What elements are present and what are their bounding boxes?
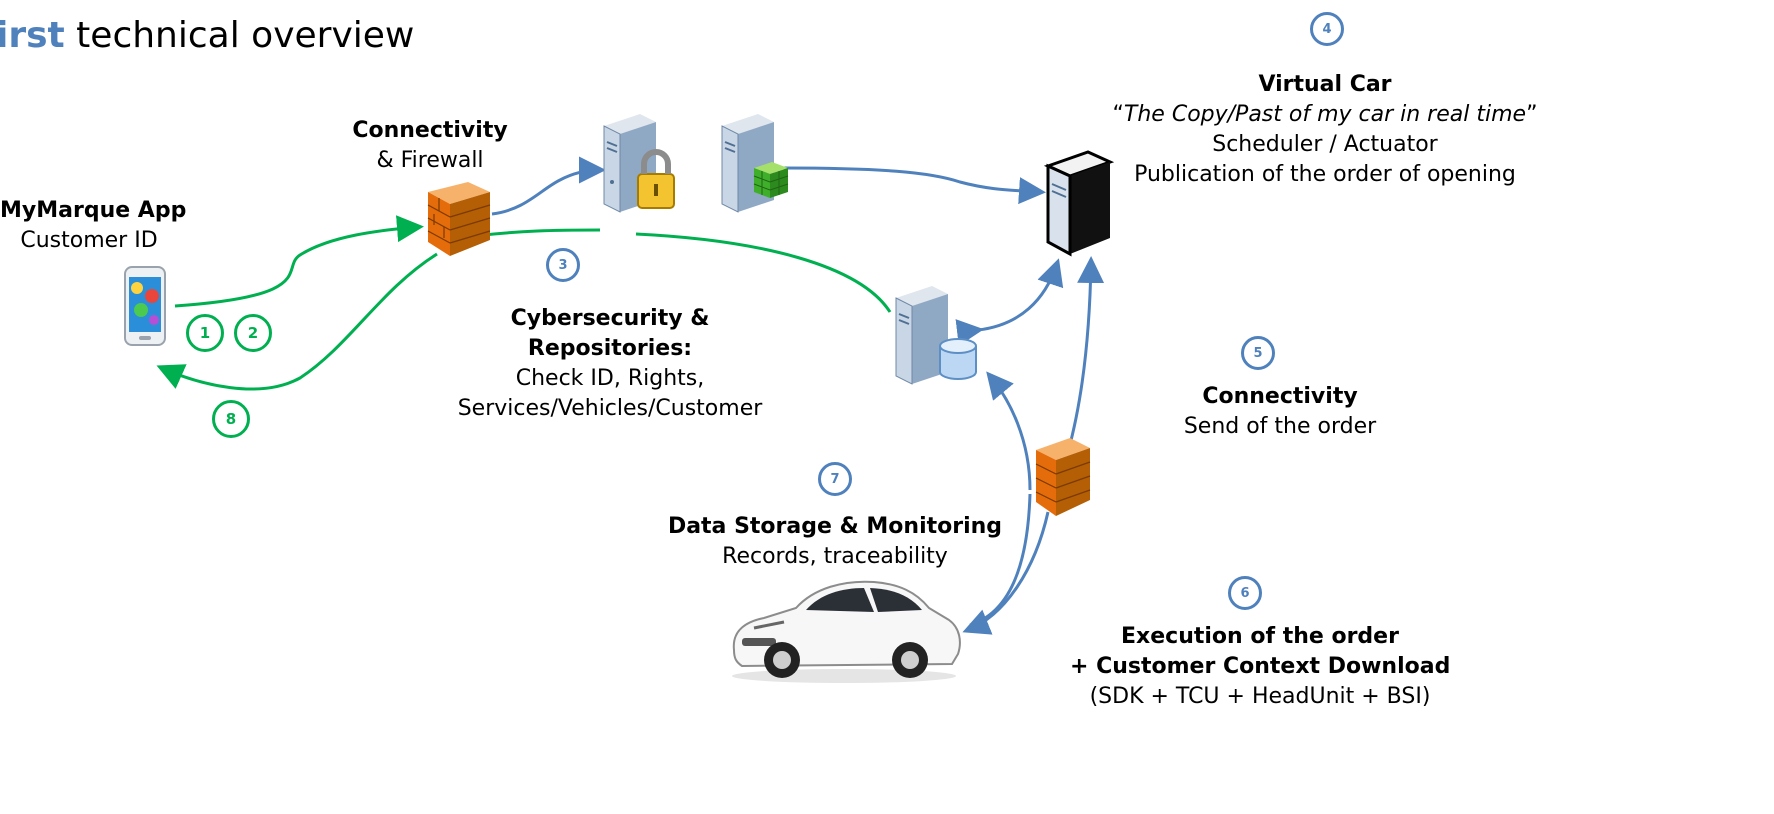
step-badge-7: 7: [818, 462, 852, 496]
arrow-data-server-to-virtual-car: [782, 166, 1046, 205]
data-storage-label: Data Storage & Monitoring Records, trace…: [660, 512, 1010, 572]
step-badge-6: 6: [1228, 576, 1262, 610]
step-badge-5: 5: [1241, 336, 1275, 370]
virtual-car-quote-close: ”: [1526, 102, 1538, 127]
step-badge-2: 2: [234, 314, 272, 352]
execution-label: Execution of the order + Customer Contex…: [1070, 622, 1450, 712]
virtual-car-line-1: Scheduler / Actuator: [1212, 132, 1438, 157]
virtual-car-quote-open: “: [1112, 102, 1124, 127]
arrow-app-to-firewall: [174, 215, 424, 308]
firewall-icon: [1035, 438, 1091, 516]
data-storage-sub: Records, traceability: [722, 544, 948, 569]
car-icon: [732, 580, 961, 683]
arrow-firewall2-to-car-a: [962, 511, 1050, 635]
connectivity-firewall-label: Connectivity & Firewall: [330, 116, 530, 176]
connectivity-firewall-sub: & Firewall: [376, 148, 484, 173]
secure-server-icon: [603, 114, 675, 213]
arrow-firewall2-to-car-b: [969, 493, 1032, 627]
connectivity-send-sub: Send of the order: [1183, 414, 1377, 439]
cybersecurity-heading-1: Cybersecurity &: [510, 306, 710, 331]
data-server-icon: [721, 114, 789, 213]
step-badge-1: 1: [186, 314, 224, 352]
arrow-firewall2-to-virtual-car: [1066, 256, 1105, 453]
connectivity-send-label: Connectivity Send of the order: [1160, 382, 1400, 442]
virtual-car-line-2: Publication of the order of opening: [1134, 162, 1516, 187]
title-accent: irst: [0, 15, 65, 56]
virtual-car-quote: The Copy/Past of my car in real time: [1123, 102, 1527, 127]
connectivity-firewall-heading: Connectivity: [352, 118, 508, 143]
link-security-repository: [635, 232, 892, 313]
step-badge-3: 3: [546, 248, 580, 282]
cybersecurity-line-1: Check ID, Rights,: [515, 366, 705, 391]
title-rest: technical overview: [64, 15, 415, 56]
virtual-car-heading: Virtual Car: [1258, 72, 1392, 97]
app-label: MyMarque App Customer ID: [0, 196, 186, 256]
data-storage-heading: Data Storage & Monitoring: [667, 514, 1003, 539]
cybersecurity-line-2: Services/Vehicles/Customer: [457, 396, 763, 421]
connectivity-send-heading: Connectivity: [1202, 384, 1358, 409]
arrow-firewall-to-app: [156, 252, 438, 391]
step-badge-4: 4: [1310, 12, 1344, 46]
cybersecurity-label: Cybersecurity & Repositories: Check ID, …: [440, 304, 780, 424]
execution-heading-2: + Customer Context Download: [1070, 654, 1451, 679]
step-badge-8: 8: [212, 400, 250, 438]
arrow-firewall-to-secure-server: [491, 156, 606, 216]
firewall-icon: [427, 182, 491, 256]
app-sub: Customer ID: [20, 228, 158, 253]
execution-heading-1: Execution of the order: [1121, 624, 1399, 649]
page-title: irst technical overview: [0, 14, 414, 58]
virtual-car-server-icon: [1044, 150, 1114, 257]
execution-sub: (SDK + TCU + HeadUnit + BSI): [1089, 684, 1431, 709]
app-heading: MyMarque App: [0, 198, 187, 223]
cybersecurity-heading-2: Repositories:: [527, 336, 693, 361]
virtual-car-label: Virtual Car “The Copy/Past of my car in …: [1100, 70, 1550, 190]
smartphone-icon: [124, 266, 166, 346]
database-server-icon: [895, 286, 977, 385]
arrow-firewall2-to-repository: [986, 371, 1032, 491]
arrow-repository-virtual-car: [955, 258, 1064, 346]
